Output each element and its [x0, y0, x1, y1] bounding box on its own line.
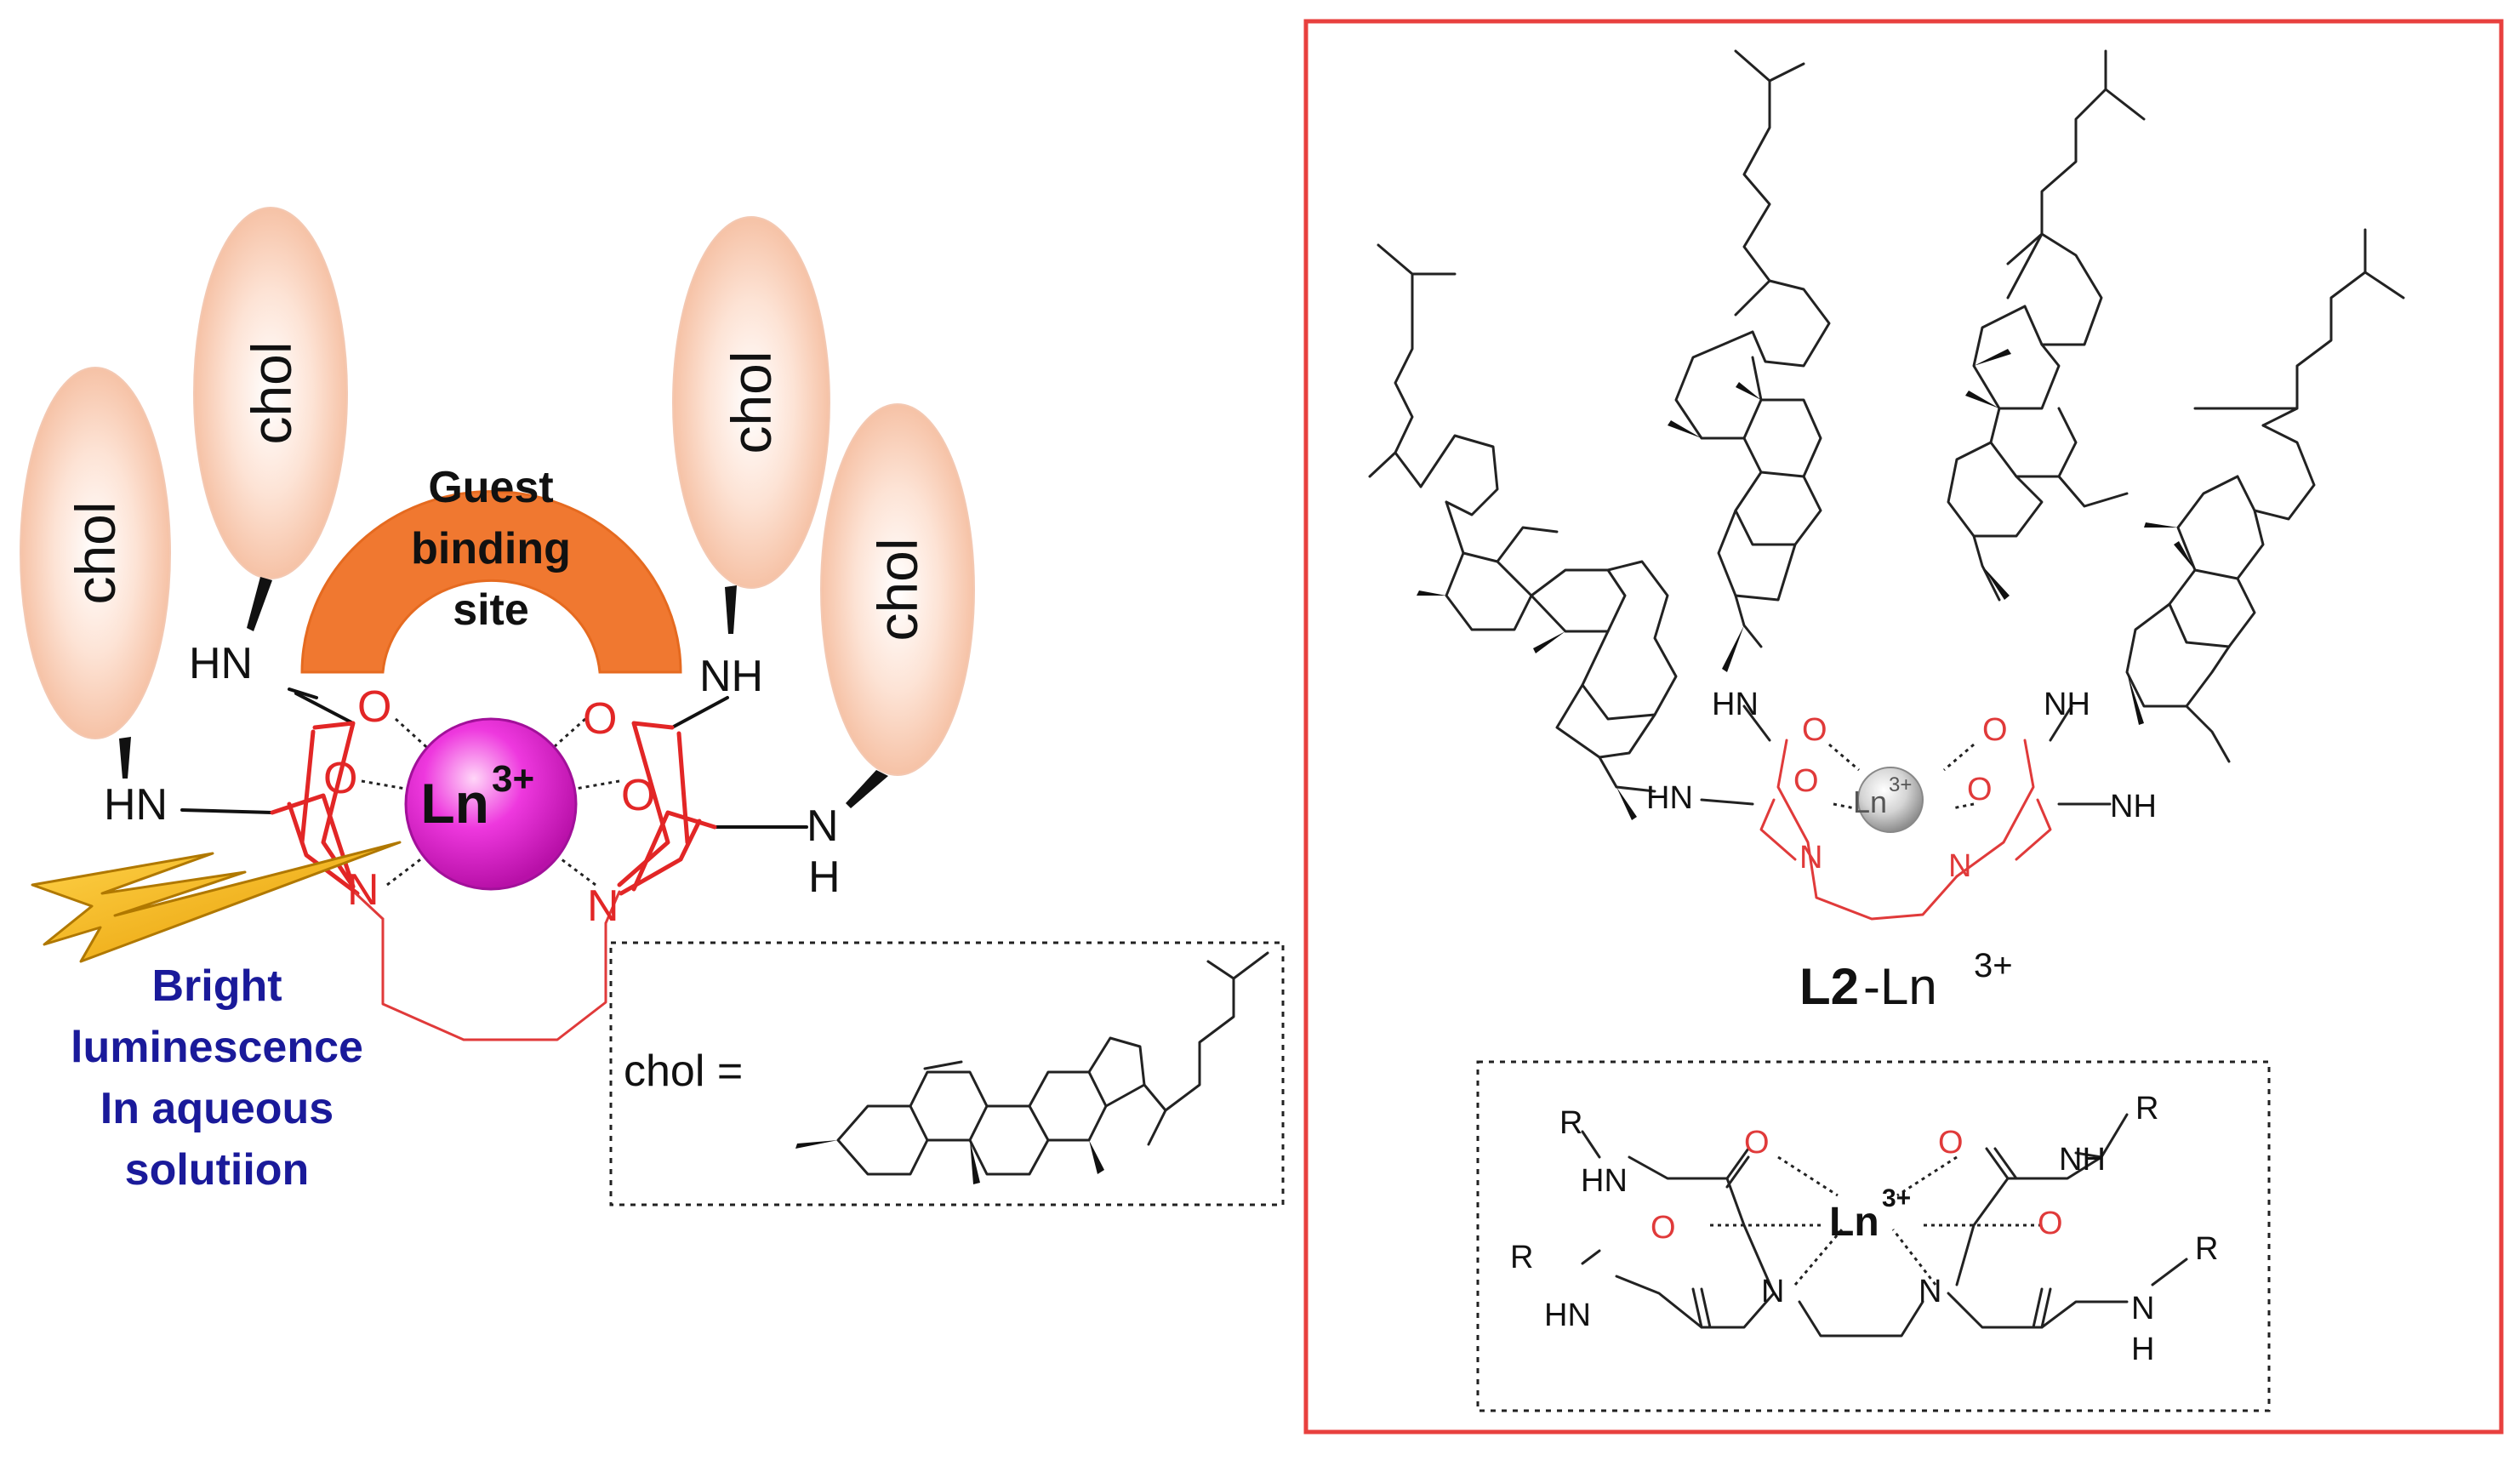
chol-definition-box	[609, 941, 1285, 1206]
compound-label-charge: 3+	[1974, 947, 2013, 984]
cholesterol-structure-1	[1368, 243, 1678, 820]
amide-hn-2: HN	[104, 780, 168, 830]
amide-hn-1: HN	[189, 639, 253, 688]
g-oxygen-2: O	[1938, 1125, 1964, 1161]
g-n-4: N	[2131, 1291, 2154, 1326]
chol-unit-3: chol	[672, 216, 830, 589]
lanthanide-ion-sphere	[404, 717, 578, 891]
left-schematic: chol chol chol chol Guest binding site	[20, 207, 1285, 1206]
r-amide-hn-2: HN	[1646, 780, 1693, 816]
cholesterol-structure-4	[2125, 228, 2405, 763]
r-ln-label: Ln	[1853, 784, 1887, 819]
amide-nh-2-h: H	[808, 853, 841, 902]
guest-binding-site-shape	[300, 490, 682, 674]
oxygen-4: O	[621, 771, 655, 820]
generic-structure-box	[1476, 1060, 2271, 1412]
r-oxygen-2: O	[1982, 712, 2008, 748]
luminescence-line-3: In aqueous	[100, 1084, 334, 1133]
panel-frame	[1303, 19, 2504, 1435]
cholesterol-structure-2	[1668, 49, 1831, 672]
r-oxygen-1: O	[1802, 712, 1827, 748]
cholesterol-structure-3	[1947, 49, 2146, 602]
g-oxygen-1: O	[1744, 1125, 1770, 1161]
chol-label-3: chol	[720, 351, 783, 453]
chol-unit-1: chol	[20, 367, 171, 739]
luminescence-line-4: solutiion	[125, 1145, 310, 1195]
oxygen-3: O	[323, 754, 357, 803]
right-panel: HN NH HN NH O O O O N N Ln 3+ L2 -Ln 3+	[1303, 19, 2504, 1435]
g-oxygen-3: O	[1651, 1210, 1676, 1246]
chol-label-2: chol	[240, 341, 303, 444]
g-nitrogen-2: N	[1919, 1274, 1941, 1309]
g-h-4: H	[2131, 1332, 2154, 1367]
lightning-bolt-icon	[31, 841, 402, 963]
r-ln-charge: 3+	[1889, 773, 1912, 796]
oxygen-1: O	[357, 682, 391, 732]
guest-site-label-3: site	[453, 585, 529, 635]
r-oxygen-4: O	[1967, 772, 1993, 807]
r-oxygen-3: O	[1793, 763, 1819, 799]
luminescence-line-2: luminescence	[71, 1023, 363, 1072]
ln-label: Ln	[420, 772, 489, 835]
chol-definition-label: chol =	[624, 1047, 743, 1096]
g-nh-1: NH	[2059, 1142, 2106, 1178]
guest-site-label-1: Guest	[428, 463, 553, 512]
chol-label-4: chol	[866, 538, 929, 641]
amide-nh-2-n: N	[807, 801, 839, 851]
r-nitrogen-1: N	[1799, 840, 1822, 876]
lanthanide-ion-sphere-grey	[1857, 767, 1924, 833]
g-nitrogen-1: N	[1761, 1274, 1784, 1309]
compound-label: L2 -Ln 3+	[1799, 947, 2013, 1015]
compound-label-bold: L2	[1799, 958, 1859, 1015]
chol-label-1: chol	[64, 501, 127, 604]
luminescence-line-1: Bright	[151, 961, 282, 1011]
g-oxygen-4: O	[2038, 1206, 2063, 1241]
g-r-1: R	[1559, 1105, 1582, 1141]
r-amide-nh-2: NH	[2110, 789, 2157, 824]
g-hn-2: HN	[1544, 1298, 1591, 1333]
g-r-3: R	[2135, 1091, 2158, 1127]
compound-label-rest: -Ln	[1863, 958, 1937, 1015]
guest-site-label-2: binding	[411, 524, 571, 573]
cholesterol-skeleton	[795, 951, 1269, 1184]
chol-unit-4: chol	[820, 403, 975, 776]
nitrogen-1: N	[347, 865, 379, 915]
ln-charge: 3+	[492, 758, 534, 800]
amide-nh-1: NH	[699, 652, 763, 701]
chol-unit-2: chol	[193, 207, 348, 579]
r-amide-nh-1: NH	[2044, 687, 2090, 722]
g-r-2: R	[1510, 1240, 1533, 1275]
oxygen-2: O	[583, 694, 617, 744]
r-nitrogen-2: N	[1948, 848, 1971, 884]
g-ln-label: Ln	[1829, 1200, 1879, 1245]
generic-structure: R HN R HN R NH R N H O O O O N N Ln 3+	[1510, 1091, 2218, 1367]
g-ln-charge: 3+	[1882, 1184, 1911, 1212]
r-amide-hn-1: HN	[1712, 687, 1759, 722]
g-r-4: R	[2195, 1231, 2218, 1267]
g-hn-1: HN	[1581, 1163, 1628, 1199]
nitrogen-2: N	[587, 881, 619, 931]
